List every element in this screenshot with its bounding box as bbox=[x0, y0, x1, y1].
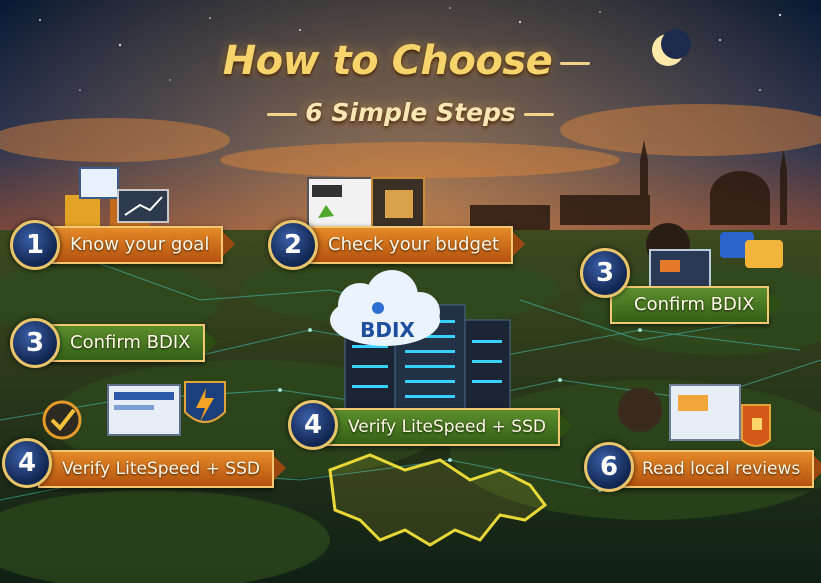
step-label: Verify LiteSpeed + SSD bbox=[38, 450, 286, 488]
step-label: Check your budget bbox=[304, 226, 526, 264]
title-dash bbox=[267, 112, 298, 116]
step-label: Know your goal bbox=[46, 226, 236, 264]
title-dash bbox=[523, 112, 554, 116]
title-dash bbox=[560, 61, 591, 65]
step-number-badge: 4 bbox=[288, 400, 338, 450]
thumbs-up-icon bbox=[618, 384, 771, 447]
step-number-badge: 4 bbox=[2, 438, 52, 488]
checkmark-icon bbox=[42, 400, 82, 440]
cloud-label: BDIX bbox=[360, 318, 415, 342]
monitor-icon bbox=[107, 384, 181, 436]
crescent-moon-icon bbox=[652, 29, 691, 66]
step-label: Confirm BDIX bbox=[610, 286, 780, 324]
chat-bubble-icon bbox=[720, 232, 783, 268]
browser-window-icon bbox=[307, 177, 379, 231]
step-number-badge: 1 bbox=[10, 220, 60, 270]
step-label: Confirm BDIX bbox=[46, 324, 216, 362]
title-line-2: 6 Simple Steps bbox=[0, 98, 821, 127]
step-label: Read local reviews bbox=[618, 450, 821, 488]
support-agent-icon bbox=[646, 223, 711, 291]
laptop-chart-icon bbox=[79, 167, 169, 223]
step-number-badge: 3 bbox=[580, 248, 630, 298]
step-number-badge: 2 bbox=[268, 220, 318, 270]
wallet-icon bbox=[371, 177, 425, 231]
stars bbox=[39, 7, 782, 91]
step-number-badge: 6 bbox=[584, 442, 634, 492]
cloud-icon bbox=[330, 270, 440, 346]
step-number-badge: 3 bbox=[10, 318, 60, 368]
mosque-skyline-icon bbox=[470, 140, 787, 230]
step-label: Verify LiteSpeed + SSD bbox=[324, 408, 572, 446]
title-line-1: How to Choose bbox=[0, 38, 821, 84]
lightning-shield-icon bbox=[184, 381, 226, 423]
bangladesh-map-icon bbox=[328, 453, 548, 547]
